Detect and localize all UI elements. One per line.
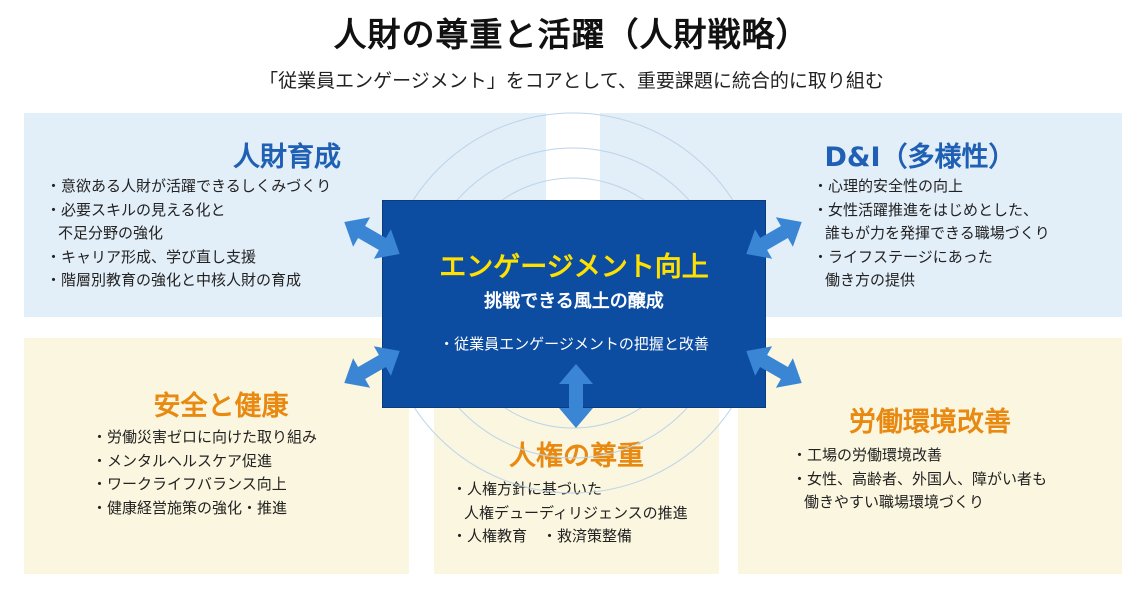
- list-item: ・人権教育 ・救済策整備: [452, 527, 633, 545]
- list-item: ・ワークライフバランス向上: [92, 475, 287, 493]
- list-item: ・意欲ある人財が活躍できるしくみづくり: [46, 177, 332, 195]
- list-item: ・女性活躍推進をはじめとした、: [813, 200, 1039, 219]
- list-item: ・工場の労働環境改善: [792, 446, 943, 464]
- panel-item-list: ・人権方針に基づいた 人権デューディリジェンスの推進 ・人権教育 ・救済策整備: [452, 478, 688, 549]
- list-item: ・人権方針に基づいた: [452, 480, 603, 498]
- list-item: 不足分野の強化: [58, 224, 164, 242]
- list-item: ・メンタルヘルスケア促進: [92, 451, 273, 470]
- list-item: 働きやすい職場環境づくり: [804, 493, 985, 511]
- core-title: エンゲージメント向上: [439, 252, 709, 283]
- list-item: 誰もが力を発揮できる職場づくり: [825, 224, 1050, 242]
- panel-heading: D&I（多様性）: [824, 142, 1016, 173]
- list-item: ・必要スキルの見える化と: [46, 200, 226, 219]
- list-item: ・心理的安全性の向上: [813, 177, 964, 195]
- list-item: 働き方の提供: [825, 271, 916, 289]
- core-subtitle: 挑戦できる風土の醸成: [484, 291, 664, 312]
- panel-item-list: ・意欲ある人財が活躍できるしくみづくり ・必要スキルの見える化と 不足分野の強化…: [46, 175, 331, 293]
- panel-heading: 労働環境改善: [849, 407, 1011, 438]
- panel-safety-health: 安全と健康 ・労働災害ゼロに向けた取り組み ・メンタルヘルスケア促進 ・ワークラ…: [24, 338, 409, 574]
- page-title: 人財の尊重と活躍（人財戦略）: [333, 15, 810, 54]
- engagement-core-box: エンゲージメント向上 挑戦できる風土の醸成 ・従業員エンゲージメントの把握と改善: [382, 200, 766, 408]
- list-item: 人権デューディリジェンスの推進: [464, 503, 688, 522]
- panel-item-list: ・労働災害ゼロに向けた取り組み ・メンタルヘルスケア促進 ・ワークライフバランス…: [92, 426, 317, 520]
- list-item: ・ライフステージにあった: [813, 247, 993, 266]
- panel-heading: 人財育成: [233, 142, 341, 173]
- core-item: ・従業員エンゲージメントの把握と改善: [439, 335, 709, 353]
- list-item: ・キャリア形成、学び直し支援: [46, 247, 257, 266]
- panel-human-rights: 人権の尊重 ・人権方針に基づいた 人権デューディリジェンスの推進 ・人権教育 ・…: [434, 406, 719, 574]
- list-item: ・階層別教育の強化と中核人財の育成: [46, 271, 302, 289]
- page-subtitle: 「従業員エンゲージメント」をコアとして、重要課題に統合的に取り組む: [259, 70, 884, 92]
- panel-item-list: ・心理的安全性の向上 ・女性活躍推進をはじめとした、 誰もが力を発揮できる職場づ…: [813, 175, 1050, 293]
- panel-heading: 安全と健康: [153, 391, 289, 422]
- panel-heading: 人権の尊重: [509, 441, 644, 472]
- list-item: ・女性、高齢者、外国人、障がい者も: [792, 469, 1048, 488]
- panel-item-list: ・工場の労働環境改善 ・女性、高齢者、外国人、障がい者も 働きやすい職場環境づく…: [792, 444, 1047, 515]
- list-item: ・健康経営施策の強化・推進: [92, 498, 288, 517]
- list-item: ・労働災害ゼロに向けた取り組み: [92, 428, 318, 446]
- panel-labor-environment: 労働環境改善 ・工場の労働環境改善 ・女性、高齢者、外国人、障がい者も 働きやす…: [738, 338, 1122, 574]
